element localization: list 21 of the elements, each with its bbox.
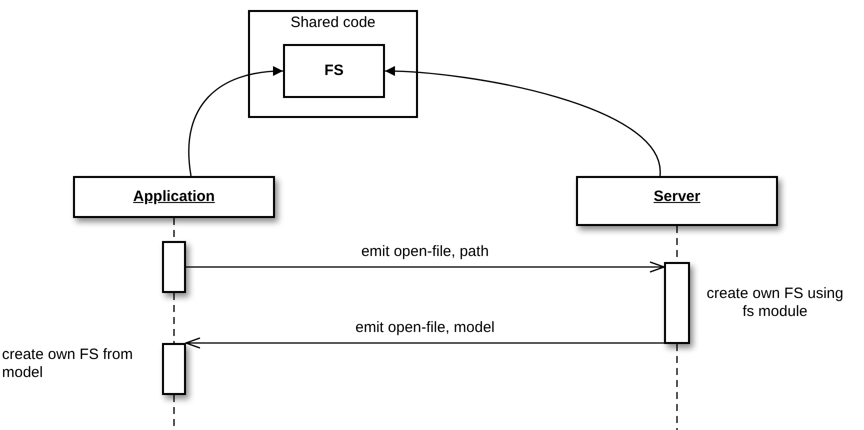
lifeline xyxy=(173,293,175,343)
activation-bar xyxy=(162,241,186,293)
message-arrow xyxy=(185,337,664,349)
step-note: create own FS using fs module xyxy=(706,285,844,321)
participant-name: Server xyxy=(652,188,702,205)
edge-label: emit open-file, model xyxy=(355,319,495,336)
message-arrow xyxy=(186,261,665,273)
edge-label: emit open-file, path xyxy=(361,243,489,260)
participant-box xyxy=(576,176,778,226)
participant-name: Application xyxy=(132,188,216,205)
group-title: Shared code xyxy=(289,14,377,31)
dependency-arrow xyxy=(384,66,661,176)
step-note: create own FS from model xyxy=(2,346,134,382)
shared-code-box xyxy=(248,10,418,118)
lifeline xyxy=(676,344,678,430)
dependency-arrow xyxy=(188,66,284,176)
activation-bar xyxy=(664,262,690,344)
activation-bar xyxy=(162,343,186,395)
module-name: FS xyxy=(323,62,345,79)
participant-box xyxy=(73,176,275,218)
module-box xyxy=(283,44,385,98)
